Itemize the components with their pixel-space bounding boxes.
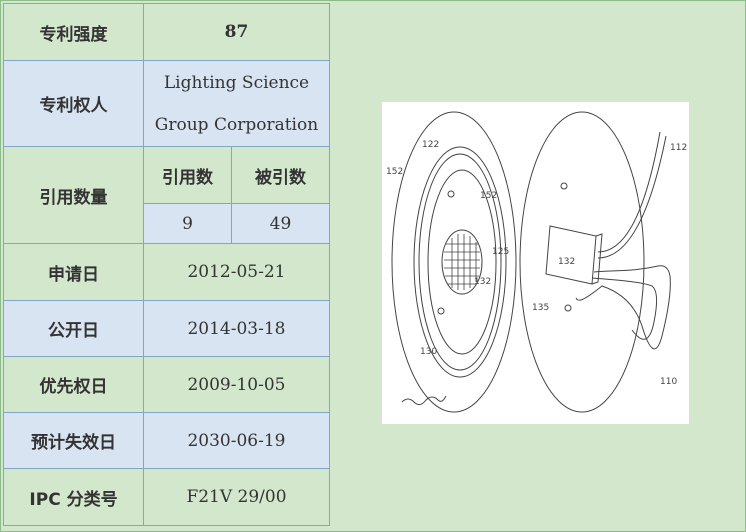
patent-drawing-svg: 122 152 125 132 130 112 132 135 152 110 xyxy=(386,111,687,413)
ref-label-5: 130 xyxy=(420,347,437,357)
cable-loop-inner xyxy=(591,277,658,340)
priority-date-label: 优先权日 xyxy=(3,356,144,413)
cable-loop xyxy=(575,265,671,350)
ref-label-10: 110 xyxy=(660,377,677,387)
front-disc-ring-inner xyxy=(418,153,502,371)
application-date-value: 2012-05-21 xyxy=(143,243,330,301)
cited-by-count-value: 49 xyxy=(231,203,330,244)
front-screw-top xyxy=(447,190,455,198)
ref-label-6: 112 xyxy=(670,143,687,153)
cited-by-count-header: 被引数 xyxy=(231,146,330,204)
front-screw-bottom xyxy=(437,307,445,315)
cable-upper-2 xyxy=(597,135,667,259)
ref-label-7: 132 xyxy=(558,257,575,267)
priority-date-value: 2009-10-05 xyxy=(143,356,330,413)
ref-label-4: 132 xyxy=(474,277,491,287)
front-cable xyxy=(401,395,447,406)
led-grid xyxy=(444,234,480,290)
back-disc-outline xyxy=(519,111,645,413)
front-disc-ring-outer xyxy=(413,146,507,378)
citations-label: 引用数量 xyxy=(3,146,144,244)
cable-upper-1 xyxy=(597,131,661,253)
assignee-value: Lighting Science Group Corporation xyxy=(143,60,330,147)
publication-date-value: 2014-03-18 xyxy=(143,300,330,357)
patent-drawing: 122 152 125 132 130 112 132 135 152 110 xyxy=(382,102,689,424)
expiry-date-label: 预计失效日 xyxy=(3,412,144,469)
patent-info-table: 专利强度 87 专利权人 Lighting Science Group Corp… xyxy=(3,3,330,526)
application-date-label: 申请日 xyxy=(3,243,144,301)
ref-label-9: 152 xyxy=(480,191,497,201)
back-screw-bottom xyxy=(564,304,572,312)
cited-count-header: 引用数 xyxy=(143,146,232,204)
ipc-value: F21V 29/00 xyxy=(143,468,330,526)
front-disc-outline xyxy=(391,111,517,413)
strength-label: 专利强度 xyxy=(3,3,144,61)
front-disc-recess xyxy=(427,169,497,355)
back-screw-top xyxy=(560,182,568,190)
expiry-date-value: 2030-06-19 xyxy=(143,412,330,469)
driver-box xyxy=(545,225,597,285)
driver-box-side xyxy=(591,233,603,285)
ipc-label: IPC 分类号 xyxy=(3,468,144,526)
assignee-line-1: Lighting Science xyxy=(163,72,310,93)
assignee-label: 专利权人 xyxy=(3,60,144,147)
strength-value: 87 xyxy=(143,3,330,61)
led-array-outline xyxy=(441,229,483,295)
ref-label-1: 122 xyxy=(422,140,439,150)
cited-count-value: 9 xyxy=(143,203,232,244)
ref-label-3: 125 xyxy=(492,247,509,257)
ref-label-2: 152 xyxy=(386,167,403,177)
publication-date-label: 公开日 xyxy=(3,300,144,357)
ref-label-8: 135 xyxy=(532,303,549,313)
assignee-line-2: Group Corporation xyxy=(154,114,319,135)
